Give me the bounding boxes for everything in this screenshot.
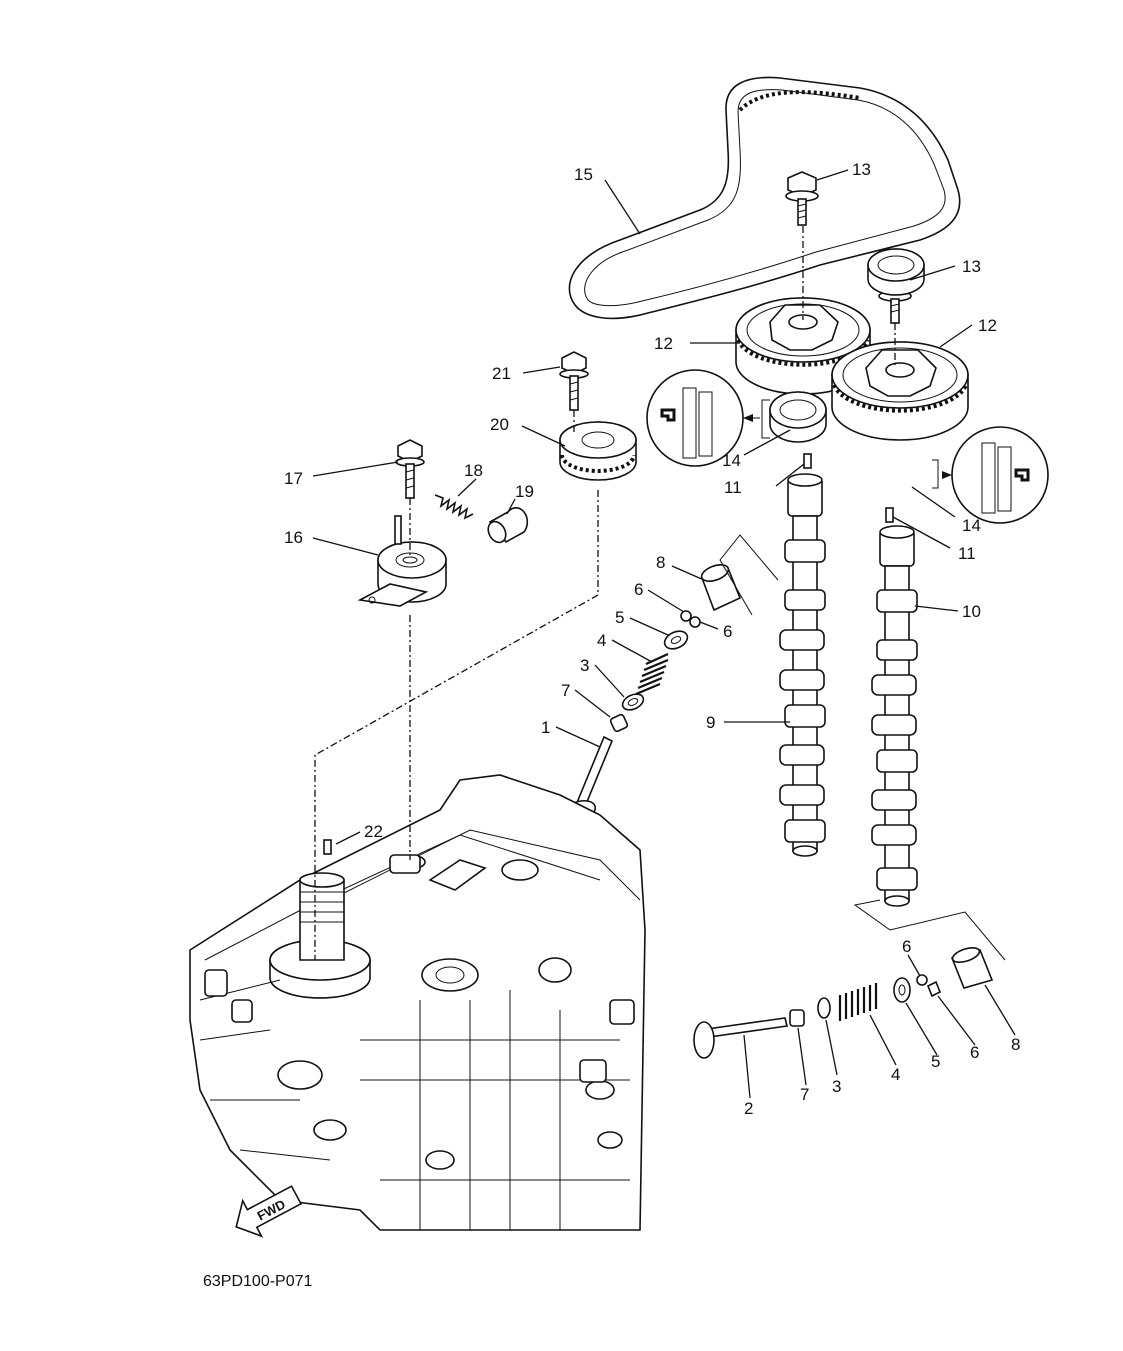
callout-19: 19 bbox=[515, 482, 534, 501]
callout-12-left: 12 bbox=[654, 334, 673, 353]
callout-6-lower-b: 6 bbox=[970, 1043, 979, 1062]
callout-6-upper-b: 6 bbox=[723, 622, 732, 641]
callout-14-right: 14 bbox=[962, 516, 981, 535]
callout-14-left: 14 bbox=[722, 451, 741, 470]
callout-3-upper: 3 bbox=[580, 656, 589, 675]
spring-seat-3-upper[interactable] bbox=[620, 691, 646, 713]
callout-11-right: 11 bbox=[958, 544, 976, 563]
callout-8-lower: 8 bbox=[1011, 1035, 1020, 1054]
valve-lifter-8-upper[interactable] bbox=[699, 562, 742, 612]
exhaust-valve-2[interactable] bbox=[693, 1017, 788, 1059]
callout-8-upper: 8 bbox=[656, 553, 665, 572]
spring-retainer-5-lower[interactable] bbox=[893, 977, 911, 1003]
callout-4-upper: 4 bbox=[597, 631, 606, 650]
camshaft-10[interactable] bbox=[871, 525, 918, 907]
callout-6-upper-a: 6 bbox=[634, 580, 643, 599]
valve-stem-seal-7-upper[interactable] bbox=[609, 713, 629, 733]
bolt-13-left[interactable] bbox=[785, 171, 819, 226]
camshaft-pulley-right[interactable] bbox=[831, 341, 969, 441]
callout-13-upper: 13 bbox=[852, 160, 871, 179]
dowel-pin-22[interactable] bbox=[323, 839, 332, 855]
bolt-17[interactable] bbox=[395, 439, 425, 499]
callout-10: 10 bbox=[962, 602, 981, 621]
callout-21: 21 bbox=[492, 364, 511, 383]
alignment-lines bbox=[314, 226, 896, 960]
tensioner-pin-19[interactable] bbox=[485, 507, 529, 546]
callout-5-lower: 5 bbox=[931, 1052, 940, 1071]
callout-17: 17 bbox=[284, 469, 303, 488]
callout-20: 20 bbox=[490, 415, 509, 434]
callout-2: 2 bbox=[744, 1099, 753, 1118]
valve-lifter-8-lower[interactable] bbox=[950, 945, 994, 989]
oil-seal-detail-right bbox=[932, 426, 1049, 524]
crankshaft-pulley-20[interactable] bbox=[559, 421, 637, 481]
timing-belt[interactable] bbox=[568, 76, 961, 320]
callout-12-right: 12 bbox=[978, 316, 997, 335]
bolt-21[interactable] bbox=[559, 351, 589, 411]
callout-22: 22 bbox=[364, 822, 383, 841]
spring-seat-3-lower[interactable] bbox=[817, 997, 831, 1019]
callout-6-lower-a: 6 bbox=[902, 937, 911, 956]
oil-seal-left[interactable] bbox=[769, 391, 827, 443]
diagram-code: 63PD100-P071 bbox=[203, 1273, 313, 1290]
oil-seal-detail-left bbox=[646, 369, 770, 467]
callout-9: 9 bbox=[706, 713, 715, 732]
dowel-pin-11-left[interactable] bbox=[803, 453, 812, 469]
callout-13-lower: 13 bbox=[962, 257, 981, 276]
valve-keeper-6-upper[interactable] bbox=[680, 610, 701, 628]
callout-18: 18 bbox=[464, 461, 483, 480]
callout-4-lower: 4 bbox=[891, 1065, 900, 1084]
oil-seal-right[interactable] bbox=[867, 248, 925, 296]
valve-spring-4-upper[interactable] bbox=[635, 652, 669, 696]
callout-7-upper: 7 bbox=[561, 681, 570, 700]
valve-spring-4-lower[interactable] bbox=[838, 983, 878, 1021]
camshaft-detail-bracket-upper bbox=[719, 534, 779, 616]
callout-7-lower: 7 bbox=[800, 1085, 809, 1104]
timing-belt-tensioner-16[interactable] bbox=[357, 515, 447, 607]
leader-lines bbox=[312, 169, 1016, 1099]
callout-16: 16 bbox=[284, 528, 303, 547]
callout-15: 15 bbox=[574, 165, 593, 184]
valve-keeper-6-lower[interactable] bbox=[916, 974, 942, 998]
valve-stem-seal-7-lower[interactable] bbox=[789, 1009, 805, 1027]
dowel-pin-11-right[interactable] bbox=[885, 507, 894, 523]
camshaft-9[interactable] bbox=[779, 473, 826, 857]
camshaft-detail-bracket-lower bbox=[853, 899, 1006, 961]
callout-1: 1 bbox=[541, 718, 550, 737]
callout-labels: 15 13 13 12 12 21 20 14 14 11 11 17 18 1… bbox=[284, 160, 1020, 1118]
callout-5-upper: 5 bbox=[615, 608, 624, 627]
tensioner-spring-18[interactable] bbox=[434, 494, 474, 520]
spring-retainer-5-upper[interactable] bbox=[662, 628, 691, 653]
callout-11-left: 11 bbox=[724, 478, 742, 497]
callout-3-lower: 3 bbox=[832, 1077, 841, 1096]
cylinder-head bbox=[189, 774, 646, 1231]
